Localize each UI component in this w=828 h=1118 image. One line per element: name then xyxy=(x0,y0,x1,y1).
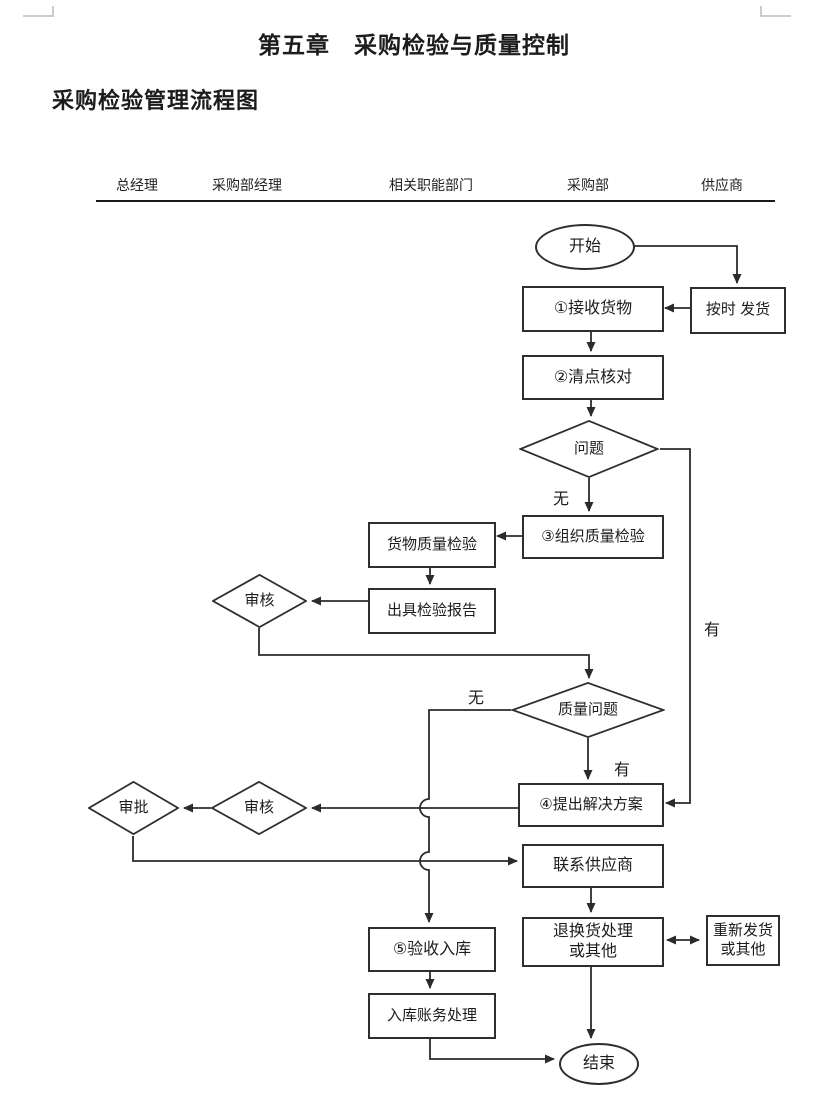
node-decision-review-1-label: 审核 xyxy=(244,591,275,609)
edge-label-yes-2: 有 xyxy=(613,762,631,779)
node-decision-review-2-label: 审核 xyxy=(243,798,274,816)
node-receive-goods-label: ①接收货物 xyxy=(553,300,633,317)
diamond-shape xyxy=(519,420,659,478)
node-issue-report-label: 出具检验报告 xyxy=(386,601,477,619)
node-propose-solution: ④提出解决方案 xyxy=(518,783,664,827)
node-start-label: 开始 xyxy=(568,238,601,255)
node-ledger-processing-label: 入库账务处理 xyxy=(386,1006,477,1024)
node-decision-problem-label: 问题 xyxy=(573,439,604,457)
node-reship: 重新发货 或其他 xyxy=(706,915,780,966)
lane-header-supplier: 供应商 xyxy=(701,177,743,193)
node-decision-review-1: 审核 xyxy=(212,574,307,628)
node-propose-solution-label: ④提出解决方案 xyxy=(539,795,643,813)
node-ship-on-time-label: 按时 发货 xyxy=(705,301,771,319)
lane-header-functional-departments: 相关职能部门 xyxy=(389,177,473,193)
node-reship-line1: 重新发货 xyxy=(712,921,773,939)
edge-label-yes-1: 有 xyxy=(703,622,721,639)
node-start: 开始 xyxy=(535,224,635,270)
edge-review1-to-quality xyxy=(258,628,594,679)
lane-header-purchasing-manager: 采购部经理 xyxy=(212,177,282,193)
chapter-title: 第五章 采购检验与质量控制 xyxy=(258,32,570,58)
node-reship-line2: 或其他 xyxy=(720,940,766,958)
node-end: 结束 xyxy=(559,1043,639,1085)
node-decision-quality-problem-label: 质量问题 xyxy=(557,700,618,718)
node-acceptance-storage: ⑤验收入库 xyxy=(368,927,496,972)
page-margin-mark-top-right xyxy=(760,6,791,17)
node-return-exchange-line2: 或其他 xyxy=(568,943,617,960)
edge-quality-no-to-acceptance xyxy=(419,709,511,923)
node-contact-supplier-label: 联系供应商 xyxy=(552,857,633,874)
edge-label-no-2: 无 xyxy=(467,690,485,707)
edge-problem-yes-to-solution xyxy=(660,448,691,808)
node-return-exchange-line1: 退换货处理 xyxy=(552,923,633,940)
node-count-check-label: ②清点核对 xyxy=(553,368,633,386)
diamond-shape xyxy=(211,781,307,835)
lane-header-purchasing-department: 采购部 xyxy=(567,177,609,193)
node-organize-inspection-label: ③组织质量检验 xyxy=(541,527,645,545)
section-title: 采购检验管理流程图 xyxy=(52,88,260,113)
node-issue-report: 出具检验报告 xyxy=(368,588,496,634)
page-margin-mark-top-left xyxy=(23,6,54,17)
node-decision-quality-problem: 质量问题 xyxy=(511,682,665,738)
lane-header-general-manager: 总经理 xyxy=(116,177,158,193)
node-count-check: ②清点核对 xyxy=(522,355,664,400)
node-decision-approve: 审批 xyxy=(88,781,179,835)
diamond-shape xyxy=(212,574,307,628)
edge-approve-to-contact xyxy=(132,836,518,866)
lane-header-underline xyxy=(96,200,775,202)
node-acceptance-storage-label: ⑤验收入库 xyxy=(392,940,472,958)
edge-start-to-ship xyxy=(630,245,742,284)
node-ledger-processing: 入库账务处理 xyxy=(368,993,496,1039)
node-receive-goods: ①接收货物 xyxy=(522,286,664,332)
node-decision-review-2: 审核 xyxy=(211,781,307,835)
node-decision-problem: 问题 xyxy=(519,420,659,478)
node-ship-on-time: 按时 发货 xyxy=(690,287,786,334)
diamond-shape xyxy=(88,781,179,835)
node-goods-inspection-label: 货物质量检验 xyxy=(386,535,477,553)
node-return-exchange: 退换货处理 或其他 xyxy=(522,917,664,967)
node-decision-approve-label: 审批 xyxy=(118,798,149,816)
node-goods-inspection: 货物质量检验 xyxy=(368,522,496,568)
node-organize-inspection: ③组织质量检验 xyxy=(522,515,664,559)
node-end-label: 结束 xyxy=(582,1055,615,1072)
diamond-shape xyxy=(511,682,665,738)
edge-label-no-1: 无 xyxy=(552,491,570,508)
node-contact-supplier: 联系供应商 xyxy=(522,844,664,888)
